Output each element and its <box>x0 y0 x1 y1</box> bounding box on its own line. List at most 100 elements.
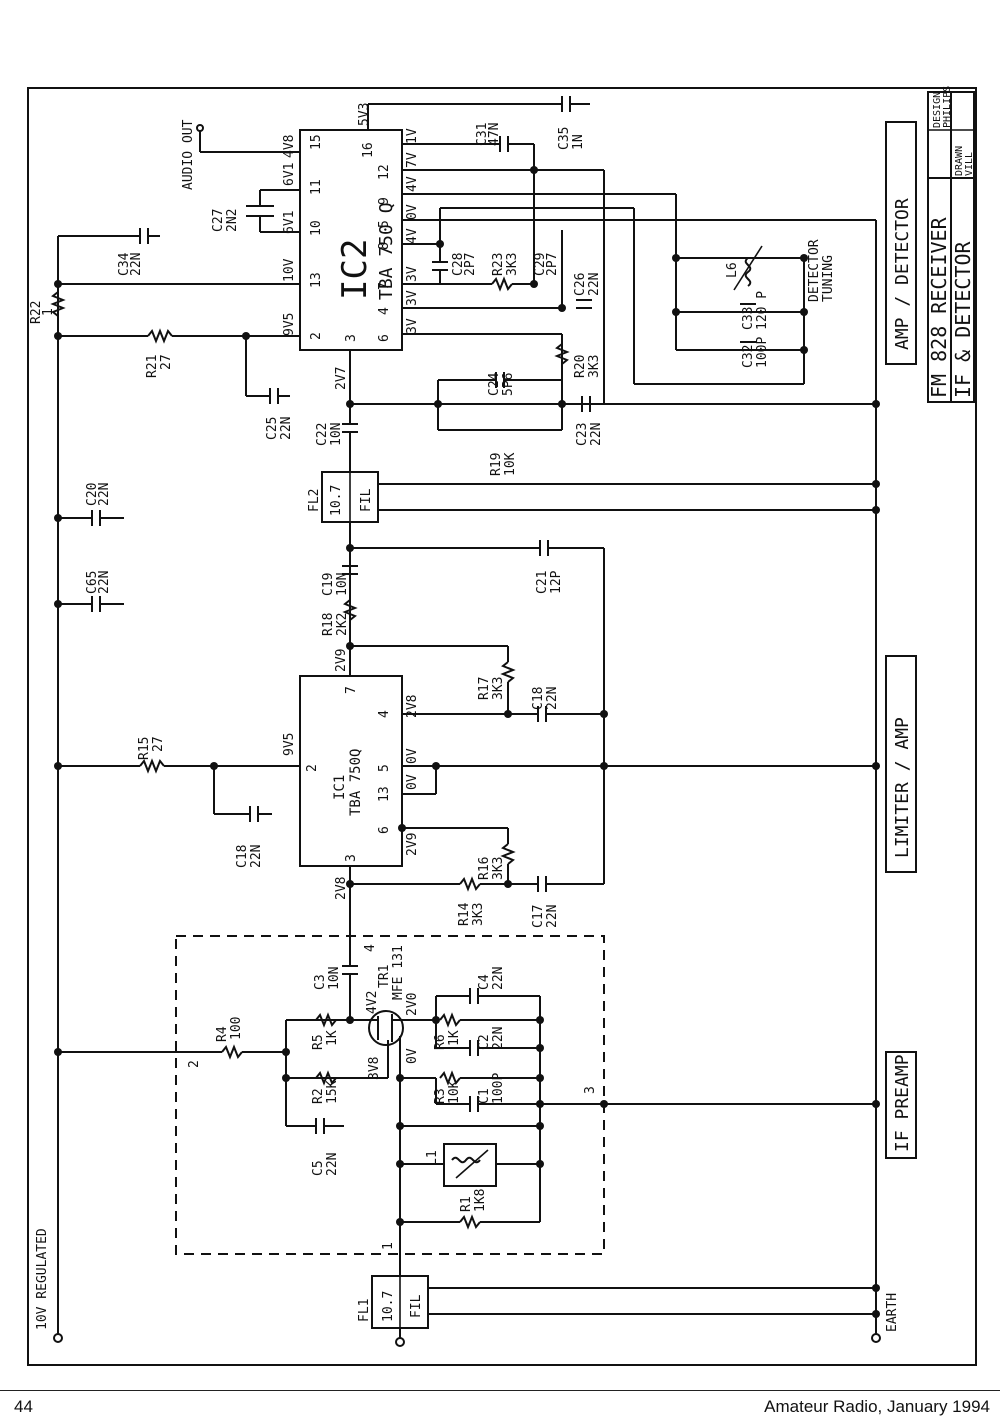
rails: 10V REGULATED EARTH <box>35 220 900 1343</box>
svg-text:2N2: 2N2 <box>225 209 240 232</box>
svg-text:0V: 0V <box>405 748 420 764</box>
svg-text:C22: C22 <box>315 423 330 446</box>
audio-out-label: AUDIO OUT <box>181 119 196 190</box>
svg-text:4V2: 4V2 <box>365 991 380 1014</box>
design-value: PHILIPS <box>942 86 953 128</box>
svg-text:3K3: 3K3 <box>491 857 506 880</box>
ic1-type: TBA 750Q <box>348 749 364 816</box>
drawn-value: VILL <box>964 152 975 176</box>
svg-text:9V5: 9V5 <box>282 733 297 756</box>
title-line-1: FM 828 RECEIVER <box>927 216 951 398</box>
title-line-2: IF & DETECTOR <box>951 241 975 398</box>
junction-dots <box>54 166 880 1318</box>
tr1-type: MFE 131 <box>391 945 406 1000</box>
svg-text:10.7: 10.7 <box>329 485 344 516</box>
svg-text:7: 7 <box>377 282 392 290</box>
svg-text:10K: 10K <box>503 452 518 476</box>
svg-text:4: 4 <box>377 307 392 315</box>
svg-text:FIL: FIL <box>409 1294 424 1318</box>
svg-text:C23: C23 <box>575 423 590 446</box>
svg-text:R18: R18 <box>321 613 336 636</box>
svg-text:L6: L6 <box>725 262 740 278</box>
svg-text:10N: 10N <box>335 573 350 596</box>
svg-text:R3: R3 <box>433 1088 448 1104</box>
svg-text:22N: 22N <box>279 417 294 440</box>
svg-text:C27: C27 <box>211 209 226 232</box>
svg-text:15: 15 <box>309 134 324 150</box>
svg-text:2V0: 2V0 <box>405 993 420 1016</box>
section-amp-detector: AMP / DETECTOR <box>892 198 913 350</box>
svg-text:3V8: 3V8 <box>367 1057 382 1080</box>
svg-text:C21: C21 <box>535 571 550 594</box>
page-number: 44 <box>14 1397 33 1416</box>
svg-text:12: 12 <box>377 164 392 180</box>
svg-text:2: 2 <box>305 764 320 772</box>
ic1-name: IC1 <box>332 775 348 800</box>
svg-text:120 P: 120 P <box>755 291 770 330</box>
svg-text:22N: 22N <box>129 253 144 276</box>
svg-text:C65: C65 <box>85 571 100 594</box>
svg-text:3K3: 3K3 <box>587 355 602 378</box>
svg-text:13: 13 <box>309 272 324 288</box>
tr1-label: TR1 <box>377 965 392 988</box>
svg-text:4V: 4V <box>405 228 420 244</box>
earth-label: EARTH <box>885 1293 900 1332</box>
ic2-wiring: AUDIO OUT C27 2N2 C34 22N R22 1 R21 27 <box>29 96 876 476</box>
svg-text:R22: R22 <box>29 301 44 324</box>
svg-text:2: 2 <box>309 332 324 340</box>
svg-text:R19: R19 <box>489 453 504 476</box>
svg-text:9: 9 <box>377 197 392 205</box>
svg-text:C31: C31 <box>475 123 490 146</box>
svg-text:100: 100 <box>229 1017 244 1040</box>
svg-text:C20: C20 <box>85 483 100 506</box>
title-block: FM 828 RECEIVER IF & DETECTOR DESIGN PHI… <box>927 86 975 403</box>
svg-text:R1: R1 <box>459 1196 474 1212</box>
svg-text:22N: 22N <box>491 1027 506 1050</box>
svg-text:1K8: 1K8 <box>473 1189 488 1212</box>
svg-text:R5: R5 <box>311 1034 326 1050</box>
svg-text:6: 6 <box>377 826 392 834</box>
svg-text:5: 5 <box>377 764 392 772</box>
svg-text:22N: 22N <box>589 423 604 446</box>
svg-text:16: 16 <box>361 142 376 158</box>
svg-text:1: 1 <box>381 1242 396 1250</box>
ic1-wiring: C19 10N R18 2K2 C21 12P R17 3K3 C18 22N … <box>58 540 876 966</box>
detector-tuning-2: TUNING <box>821 255 836 302</box>
svg-text:5: 5 <box>377 220 392 228</box>
fl2-label: FL2 <box>307 489 322 512</box>
svg-text:3: 3 <box>583 1086 598 1094</box>
design-label: DESIGN <box>932 92 943 128</box>
section-limiter-amp: LIMITER / AMP <box>892 717 913 858</box>
svg-text:2P7: 2P7 <box>545 253 560 276</box>
svg-text:3K3: 3K3 <box>505 253 520 276</box>
svg-text:C2: C2 <box>477 1034 492 1050</box>
svg-text:C1: C1 <box>477 1088 492 1104</box>
section-if-preamp: IF PREAMP <box>892 1054 913 1152</box>
svg-text:27: 27 <box>159 354 174 370</box>
svg-text:100P: 100P <box>491 1073 506 1104</box>
svg-text:22N: 22N <box>249 845 264 868</box>
svg-text:R16: R16 <box>477 857 492 880</box>
svg-text:L1: L1 <box>425 1150 440 1166</box>
svg-text:C29: C29 <box>533 253 548 276</box>
svg-text:9V5: 9V5 <box>282 313 297 336</box>
svg-text:22N: 22N <box>587 273 602 296</box>
ic2-name: IC2 <box>335 239 375 300</box>
if-preamp-block: 4 2 3 1 C3 10N R4 100 R5 1K R2 15K C5 22… <box>58 935 876 1255</box>
svg-text:3: 3 <box>344 334 359 342</box>
svg-text:6V1: 6V1 <box>282 163 297 186</box>
svg-text:3: 3 <box>344 854 359 862</box>
svg-text:3V: 3V <box>405 290 420 306</box>
svg-text:10N: 10N <box>327 967 342 990</box>
svg-text:0V: 0V <box>405 774 420 790</box>
svg-text:12P: 12P <box>549 570 564 594</box>
svg-text:C18: C18 <box>531 687 546 710</box>
svg-text:FIL: FIL <box>359 488 374 512</box>
magazine-citation: Amateur Radio, January 1994 <box>764 1397 990 1416</box>
svg-text:R17: R17 <box>477 677 492 700</box>
svg-text:11: 11 <box>309 179 324 195</box>
svg-text:C3: C3 <box>313 974 328 990</box>
drawn-label: DRAWN <box>954 146 965 176</box>
svg-text:R23: R23 <box>491 253 506 276</box>
